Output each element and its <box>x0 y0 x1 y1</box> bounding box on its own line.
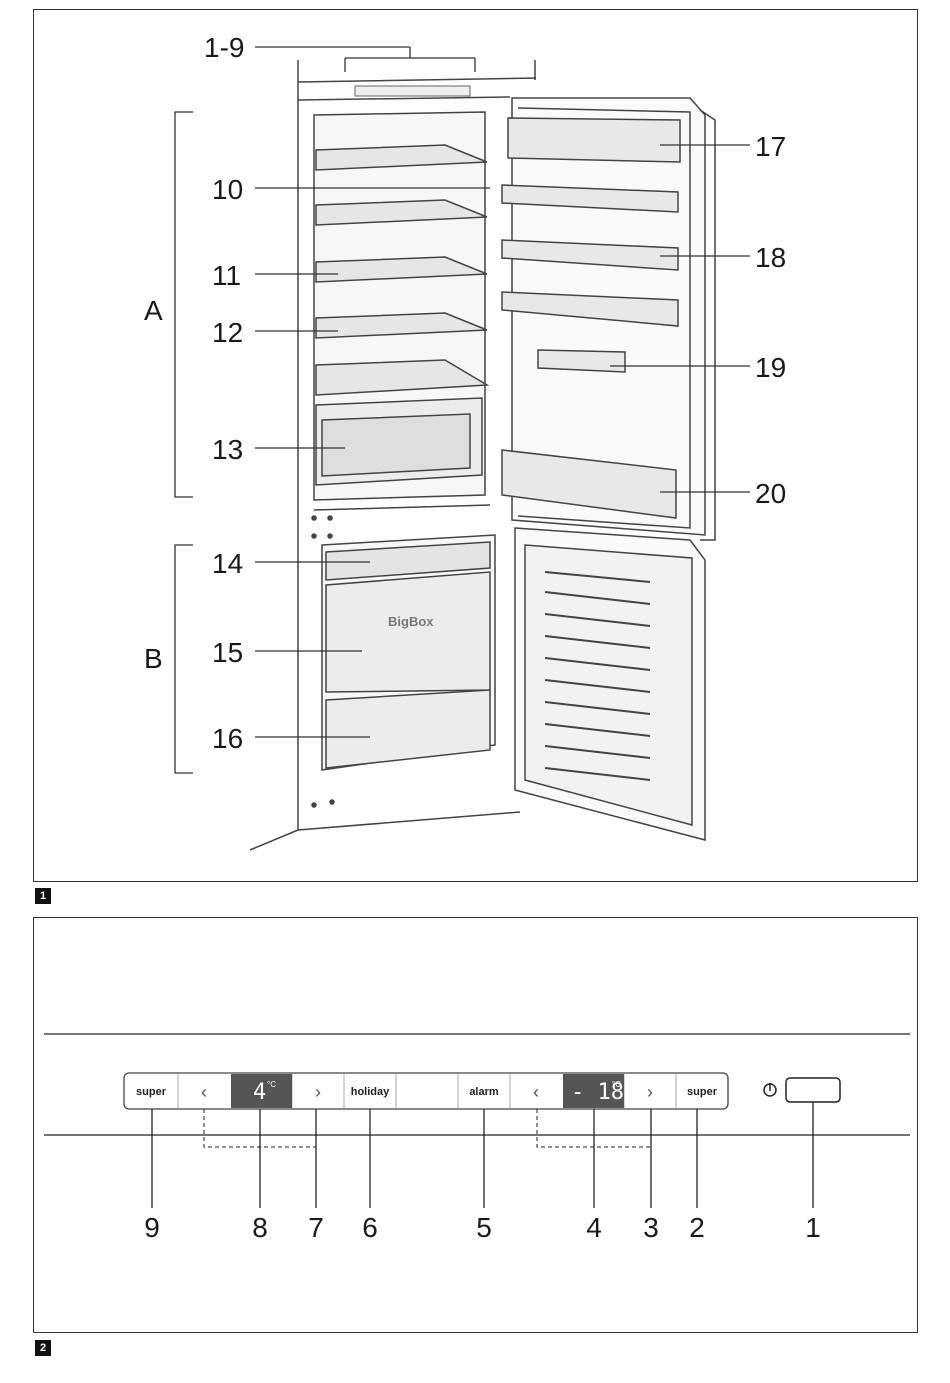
door-rack-18c <box>501 291 679 327</box>
power-button[interactable] <box>785 1077 841 1103</box>
callout-1: 1 <box>805 1212 821 1243</box>
callout-19: 19 <box>755 352 786 383</box>
freezer-display-value: - 18 <box>571 1080 624 1105</box>
door-rack-18b <box>501 239 679 271</box>
super-button-left[interactable]: super <box>136 1086 167 1098</box>
door-rack-20 <box>501 449 677 519</box>
fridge-temp-up-button[interactable]: › <box>315 1082 321 1102</box>
figure-2-frame <box>33 917 918 1333</box>
callout-6: 6 <box>362 1212 378 1243</box>
callout-20: 20 <box>755 478 786 509</box>
freezer-drawer-1 <box>325 541 491 581</box>
figure-1-badge: 1 <box>35 888 51 904</box>
control-panel: super ‹ 4 °C › holiday alarm ‹ - 18 °C <box>123 1072 729 1110</box>
fridge-display-value: 4 <box>253 1080 266 1105</box>
callout-10: 10 <box>212 174 243 205</box>
callout-8: 8 <box>252 1212 268 1243</box>
chevron-left-icon: ‹ <box>533 1082 539 1102</box>
svg-text:super: super <box>136 1086 167 1098</box>
group-a-bracket <box>174 111 193 498</box>
drawer-brand-label: BigBox <box>388 614 434 629</box>
group-b-label: B <box>144 643 163 674</box>
freezer-drawer-3 <box>325 689 491 769</box>
callout-18: 18 <box>755 242 786 273</box>
fridge-temp-down-button[interactable]: ‹ <box>201 1082 207 1102</box>
callout-1-9: 1-9 <box>204 32 244 63</box>
shelf-5 <box>315 359 490 396</box>
callout-15: 15 <box>212 637 243 668</box>
door-rack-17 <box>507 117 681 163</box>
svg-text:alarm: alarm <box>469 1086 499 1098</box>
chevron-right-icon: › <box>647 1082 653 1102</box>
svg-text:super: super <box>687 1086 718 1098</box>
svg-text:holiday: holiday <box>351 1086 390 1098</box>
super-button-right[interactable]: super <box>687 1086 718 1098</box>
cabinet-outline <box>297 60 537 830</box>
freezer-temp-up-button[interactable]: › <box>647 1082 653 1102</box>
shelf-1 <box>315 144 488 171</box>
figure-1-frame <box>33 9 918 882</box>
egg-tray-19 <box>537 349 626 373</box>
callout-9: 9 <box>144 1212 160 1243</box>
fridge-display <box>231 1074 292 1108</box>
chevron-right-icon: › <box>315 1082 321 1102</box>
shelf-3 <box>315 256 488 283</box>
callout-14: 14 <box>212 548 243 579</box>
holiday-button[interactable]: holiday <box>351 1086 390 1098</box>
shelf-2 <box>315 199 488 226</box>
group-a-label: A <box>144 295 163 326</box>
figure-2-badge: 2 <box>35 1340 51 1356</box>
callout-5: 5 <box>476 1212 492 1243</box>
freezer-temp-down-button[interactable]: ‹ <box>533 1082 539 1102</box>
callout-11: 11 <box>212 260 241 291</box>
freezer-display-unit: °C <box>612 1080 621 1089</box>
group-b-bracket <box>174 544 193 774</box>
door-rack-18a <box>501 184 679 213</box>
callout-7: 7 <box>308 1212 324 1243</box>
fridge-display-unit: °C <box>267 1080 276 1089</box>
power-icon <box>763 1083 777 1097</box>
callout-3: 3 <box>643 1212 659 1243</box>
callout-16: 16 <box>212 723 243 754</box>
callout-17: 17 <box>755 131 786 162</box>
alarm-button[interactable]: alarm <box>469 1086 499 1098</box>
callout-12: 12 <box>212 317 243 348</box>
callout-2: 2 <box>689 1212 705 1243</box>
callout-13: 13 <box>212 434 243 465</box>
freezer-display <box>563 1074 624 1108</box>
callout-4: 4 <box>586 1212 602 1243</box>
chevron-left-icon: ‹ <box>201 1082 207 1102</box>
